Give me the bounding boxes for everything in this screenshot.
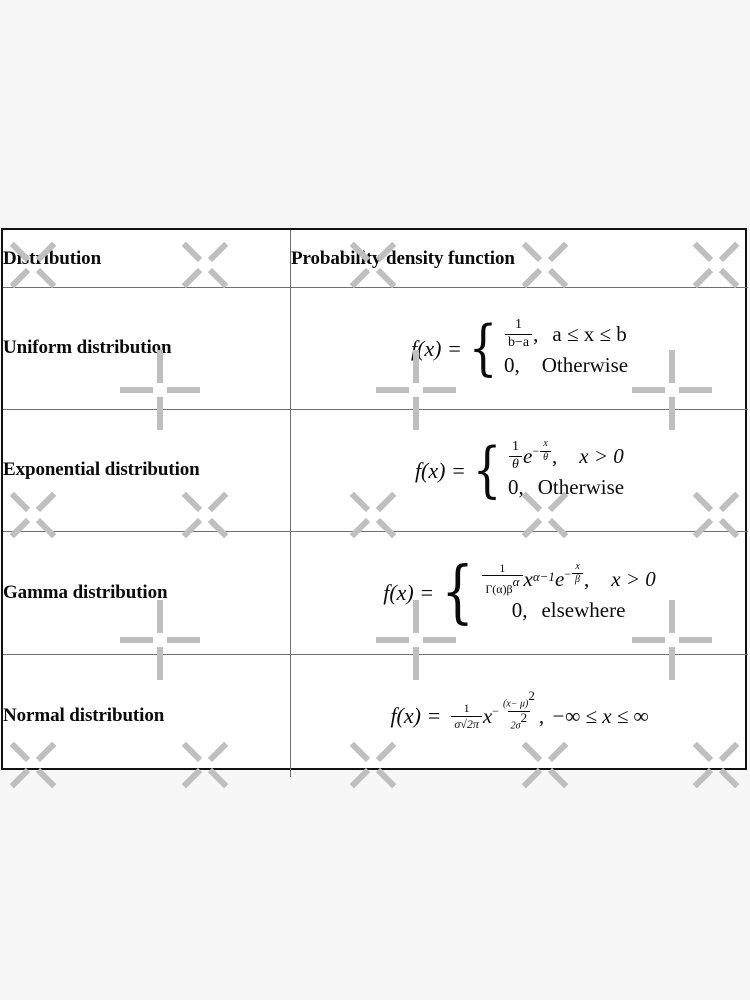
- exponent-denominator-text: 2σ: [510, 719, 521, 731]
- denominator-text: Γ(α)β: [485, 582, 513, 597]
- case-line-2: 0, Otherwise: [504, 351, 628, 379]
- x-exponent: α−1: [532, 569, 555, 585]
- piecewise-cases: 1 θ e − x θ: [508, 439, 624, 501]
- piecewise-cases: 1 b−a , a ≤ x ≤ b 0, Otherwise: [504, 317, 628, 379]
- case-condition-2: elsewhere: [541, 597, 626, 622]
- row-formula-normal: f(x) = 1 σ√2π x − (x− μ)2 2σ2: [290, 654, 748, 777]
- exponent-numerator-superscript: 2: [528, 687, 535, 703]
- row-label-exponential: Exponential distribution: [3, 409, 291, 532]
- fraction-denominator: b−a: [505, 333, 533, 351]
- case-line-2: 0, elsewhere: [481, 596, 655, 624]
- formula-lhs: f(x) =: [383, 580, 435, 605]
- formula-uniform: f(x) = { 1 b−a , a ≤ x ≤ b: [410, 312, 628, 383]
- fraction-numerator: 1: [515, 317, 523, 333]
- exponent-block: − (x− μ)2 2σ2: [492, 687, 539, 732]
- fraction-numerator: 1: [512, 439, 519, 455]
- case-condition-2: Otherwise: [541, 352, 629, 377]
- formula-lhs: f(x) =: [414, 457, 466, 483]
- row-label-uniform: Uniform distribution: [3, 287, 291, 410]
- formula-gamma: f(x) = { 1 Γ(α)βα x α−1 e: [383, 552, 656, 632]
- exponent-numerator: (x− μ)2: [500, 687, 538, 711]
- fraction-one-over-sigma-sqrt-2pi: 1 σ√2π: [451, 700, 482, 731]
- fraction-one-over-b-minus-a: 1 b−a: [505, 317, 533, 351]
- row-label-gamma: Gamma distribution: [3, 531, 291, 655]
- x-term: x: [482, 703, 493, 728]
- formula-lhs: f(x) =: [390, 703, 442, 728]
- curly-brace-icon: {: [441, 552, 474, 632]
- exponent-numerator: x: [575, 560, 580, 572]
- case-value-2: 0,: [511, 597, 528, 622]
- table-header-row: Distribution Probability density functio…: [3, 230, 748, 288]
- case-condition-2: Otherwise: [537, 474, 625, 499]
- table-row-normal: Normal distribution f(x) = 1 σ√2π x −: [3, 654, 748, 777]
- fraction-numerator: 1: [463, 700, 470, 715]
- exp-base: e: [523, 444, 533, 469]
- fraction-numerator: 1: [499, 560, 506, 575]
- table-body: Distribution Probability density functio…: [3, 230, 748, 777]
- formula-normal: f(x) = 1 σ√2π x − (x− μ)2 2σ2: [390, 689, 649, 737]
- row-formula-exponential: f(x) = { 1 θ e −: [290, 409, 748, 532]
- column-header-distribution: Distribution: [3, 230, 291, 288]
- exp-base: e: [554, 566, 565, 591]
- table-row-gamma: Gamma distribution f(x) = { 1 Γ(α)βα x: [3, 531, 748, 655]
- exponent-denominator: β: [572, 573, 584, 586]
- case-line-1: 1 θ e − x θ: [508, 439, 624, 473]
- exponent-sign: −: [532, 444, 540, 459]
- fraction-denominator: θ: [509, 455, 522, 473]
- fraction-denominator: Γ(α)βα: [482, 574, 523, 597]
- column-header-pdf: Probability density function: [290, 230, 748, 288]
- formula-lhs: f(x) =: [410, 335, 462, 361]
- exponent-numerator: x: [543, 438, 548, 450]
- exponent-fraction: (x− μ)2 2σ2: [500, 687, 538, 732]
- probability-distributions-table: Distribution Probability density functio…: [1, 228, 748, 777]
- formula-range: −∞ ≤ x ≤ ∞: [551, 703, 649, 728]
- fraction-one-over-gamma-beta: 1 Γ(α)βα: [482, 560, 523, 597]
- table-row-uniform: Uniform distribution f(x) = { 1 b−a ,: [3, 287, 748, 410]
- case-value-2: 0,: [504, 352, 520, 377]
- radicand: 2π: [466, 715, 479, 731]
- case-line-2: 0, Otherwise: [508, 473, 624, 501]
- case-condition-1: x > 0: [611, 566, 656, 591]
- exponent-block: − x β: [564, 560, 584, 586]
- case-line-1: 1 Γ(α)βα x α−1 e − x β: [481, 560, 656, 597]
- case-line-1: 1 b−a , a ≤ x ≤ b: [504, 317, 628, 351]
- case-value-2: 0,: [508, 474, 524, 499]
- radical-icon: √: [460, 716, 467, 731]
- fraction-denominator: σ√2π: [451, 715, 482, 731]
- curly-brace-icon: {: [472, 434, 502, 505]
- exponent-denominator-superscript: 2: [520, 709, 528, 725]
- row-formula-gamma: f(x) = { 1 Γ(α)βα x α−1 e: [290, 531, 748, 655]
- case-comma: ,: [552, 444, 558, 469]
- exponent-denominator: θ: [540, 450, 552, 464]
- exponent-fraction: x β: [572, 560, 584, 586]
- exponent-block: − x θ: [532, 439, 552, 463]
- curly-brace-icon: {: [468, 312, 498, 383]
- piecewise-cases: 1 Γ(α)βα x α−1 e − x β: [481, 560, 656, 625]
- row-label-normal: Normal distribution: [3, 654, 291, 777]
- case-condition-1: a ≤ x ≤ b: [552, 322, 627, 347]
- table-row-exponential: Exponential distribution f(x) = { 1 θ e: [3, 409, 748, 532]
- fraction-one-over-theta: 1 θ: [509, 439, 522, 473]
- formula-comma: ,: [538, 703, 545, 728]
- x-term: x: [523, 566, 533, 591]
- exponent-numerator-text: (x− μ): [502, 698, 529, 709]
- sigma-symbol: σ: [454, 716, 461, 731]
- exponent-fraction: x θ: [540, 438, 552, 464]
- formula-exponential: f(x) = { 1 θ e −: [414, 434, 624, 505]
- case-comma: ,: [533, 322, 539, 347]
- exponent-denominator: 2σ2: [507, 709, 531, 732]
- denominator-superscript: α: [512, 574, 520, 590]
- case-comma: ,: [584, 566, 590, 591]
- exponent-sign: −: [564, 566, 572, 581]
- exponent-sign: −: [492, 703, 499, 718]
- case-condition-1: x > 0: [579, 444, 624, 469]
- row-formula-uniform: f(x) = { 1 b−a , a ≤ x ≤ b: [290, 287, 748, 410]
